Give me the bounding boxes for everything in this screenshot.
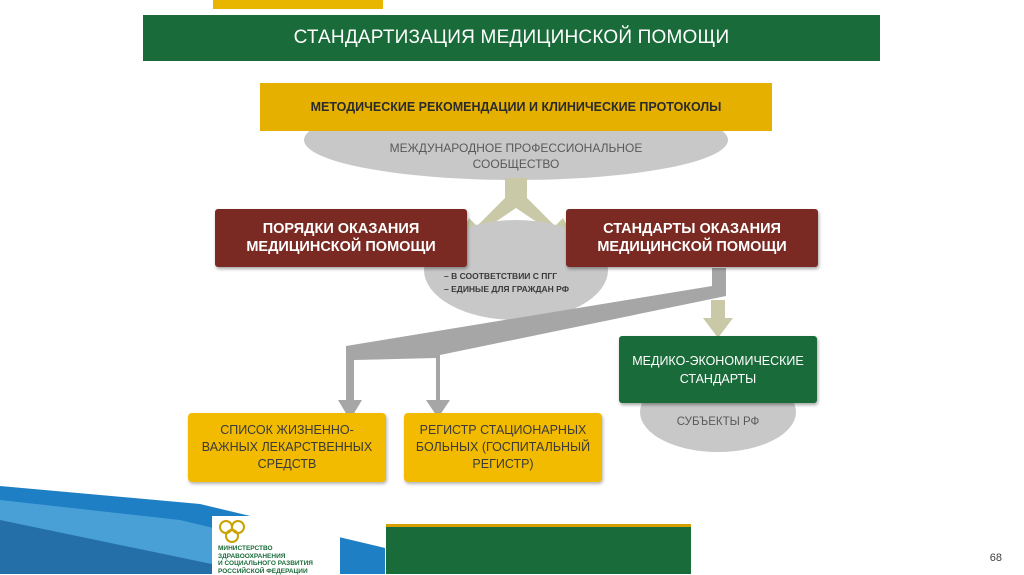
logo-line-1: МИНИСТЕРСТВО — [218, 545, 313, 553]
standards-line-2: МЕДИЦИНСКОЙ ПОМОЩИ — [597, 238, 786, 256]
notes-line-1: – В СООТВЕТСТВИИ С ПГГ — [444, 270, 584, 283]
community-label: МЕЖДУНАРОДНОЕ ПРОФЕССИОНАЛЬНОЕ СООБЩЕСТВ… — [346, 140, 686, 172]
hospital-registry-box: РЕГИСТР СТАЦИОНАРНЫХ БОЛЬНЫХ (ГОСПИТАЛЬН… — [404, 413, 602, 482]
subjects-label: СУБЪЕКТЫ РФ — [660, 416, 776, 428]
community-line-2: СООБЩЕСТВО — [346, 156, 686, 172]
ministry-emblem-icon — [216, 518, 248, 546]
drugs-line-1: СПИСОК ЖИЗНЕННО- — [220, 422, 354, 439]
orders-line-1: ПОРЯДКИ ОКАЗАНИЯ — [263, 220, 420, 238]
registry-line-2: БОЛЬНЫХ (ГОСПИТАЛЬНЫЙ — [416, 439, 590, 456]
orders-box: ПОРЯДКИ ОКАЗАНИЯ МЕДИЦИНСКОЙ ПОМОЩИ — [215, 209, 467, 267]
page-number: 68 — [990, 552, 1002, 564]
standards-line-1: СТАНДАРТЫ ОКАЗАНИЯ — [603, 220, 781, 238]
methodical-recommendations-box: МЕТОДИЧЕСКИЕ РЕКОМЕНДАЦИИ И КЛИНИЧЕСКИЕ … — [260, 83, 772, 131]
registry-line-1: РЕГИСТР СТАЦИОНАРНЫХ — [420, 422, 587, 439]
arrow-to-med-econ — [703, 300, 733, 338]
registry-line-3: РЕГИСТР) — [472, 456, 533, 473]
notes-line-2: – ЕДИНЫЕ ДЛЯ ГРАЖДАН РФ — [444, 283, 584, 296]
community-line-1: МЕЖДУНАРОДНОЕ ПРОФЕССИОНАЛЬНОЕ — [346, 140, 686, 156]
med-econ-line-2: СТАНДАРТЫ — [680, 370, 756, 388]
footer-green-block — [386, 527, 691, 574]
med-econ-standards-box: МЕДИКО-ЭКОНОМИЧЕСКИЕ СТАНДАРТЫ — [619, 336, 817, 403]
orders-line-2: МЕДИЦИНСКОЙ ПОМОЩИ — [246, 238, 435, 256]
ministry-logo: МИНИСТЕРСТВО ЗДРАВООХРАНЕНИЯ И СОЦИАЛЬНО… — [212, 516, 340, 574]
drugs-list-box: СПИСОК ЖИЗНЕННО- ВАЖНЫХ ЛЕКАРСТВЕННЫХ СР… — [188, 413, 386, 482]
logo-line-2: ЗДРАВООХРАНЕНИЯ — [218, 553, 313, 561]
methodical-recommendations-label: МЕТОДИЧЕСКИЕ РЕКОМЕНДАЦИИ И КЛИНИЧЕСКИЕ … — [311, 100, 722, 114]
notes-list: – В СООТВЕТСТВИИ С ПГГ – ЕДИНЫЕ ДЛЯ ГРАЖ… — [444, 270, 584, 296]
logo-line-3: И СОЦИАЛЬНОГО РАЗВИТИЯ — [218, 560, 313, 568]
drugs-line-2: ВАЖНЫХ ЛЕКАРСТВЕННЫХ — [202, 439, 372, 456]
drugs-line-3: СРЕДСТВ — [258, 456, 317, 473]
med-econ-line-1: МЕДИКО-ЭКОНОМИЧЕСКИЕ — [632, 352, 804, 370]
standards-box: СТАНДАРТЫ ОКАЗАНИЯ МЕДИЦИНСКОЙ ПОМОЩИ — [566, 209, 818, 267]
ministry-logo-text: МИНИСТЕРСТВО ЗДРАВООХРАНЕНИЯ И СОЦИАЛЬНО… — [218, 545, 313, 575]
